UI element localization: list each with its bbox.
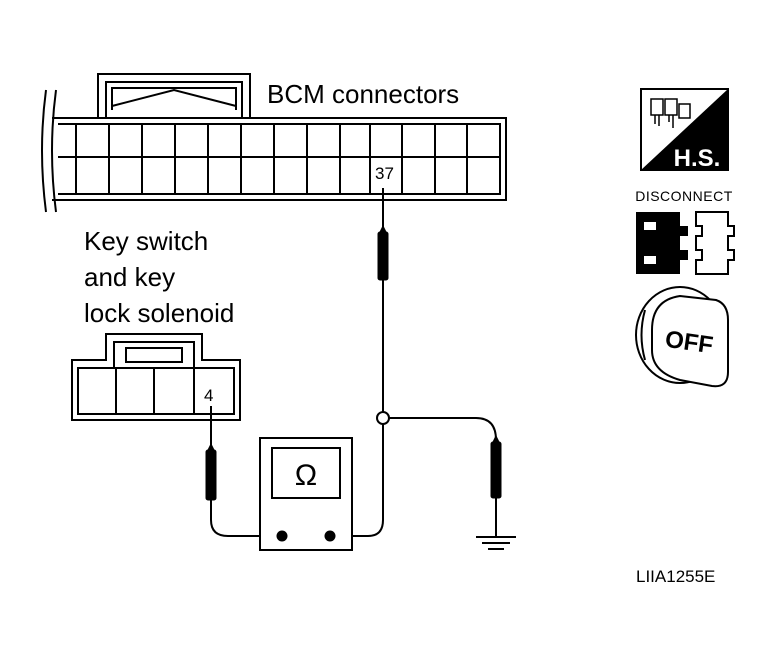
bcm-pin-number: 37 bbox=[375, 164, 394, 183]
hs-label: H.S. bbox=[674, 145, 721, 172]
key-switch-connector bbox=[71, 333, 241, 421]
key-switch-label-line3: lock solenoid bbox=[84, 298, 234, 328]
meter-terminal-left bbox=[276, 530, 288, 542]
ohm-symbol: Ω bbox=[295, 459, 317, 492]
bcm-connector-label: BCM connectors bbox=[267, 79, 459, 109]
key-switch-label-line1: Key switch bbox=[84, 226, 208, 256]
key-switch-label-line2: and key bbox=[84, 262, 175, 292]
meter-terminal-right bbox=[324, 530, 336, 542]
bcm-cavity-grid bbox=[75, 124, 468, 194]
probe-key-switch bbox=[205, 442, 217, 501]
disconnect-icon bbox=[636, 211, 735, 275]
ohmmeter bbox=[259, 437, 353, 551]
bcm-connector bbox=[41, 73, 507, 213]
junction-node bbox=[376, 411, 390, 425]
probe-bcm bbox=[377, 224, 389, 281]
probe-ground bbox=[490, 434, 502, 499]
disconnect-label: DISCONNECT bbox=[635, 188, 733, 204]
key-switch-pin-number: 4 bbox=[204, 386, 213, 405]
figure-code: LIIA1255E bbox=[636, 567, 715, 586]
ignition-off-icon bbox=[635, 286, 729, 388]
key-switch-label: Key switch and key lock solenoid bbox=[84, 226, 234, 328]
off-label: OFF bbox=[663, 326, 714, 359]
wiring bbox=[210, 188, 497, 537]
harness-side-icon bbox=[640, 88, 729, 171]
ground-icon bbox=[476, 536, 516, 550]
